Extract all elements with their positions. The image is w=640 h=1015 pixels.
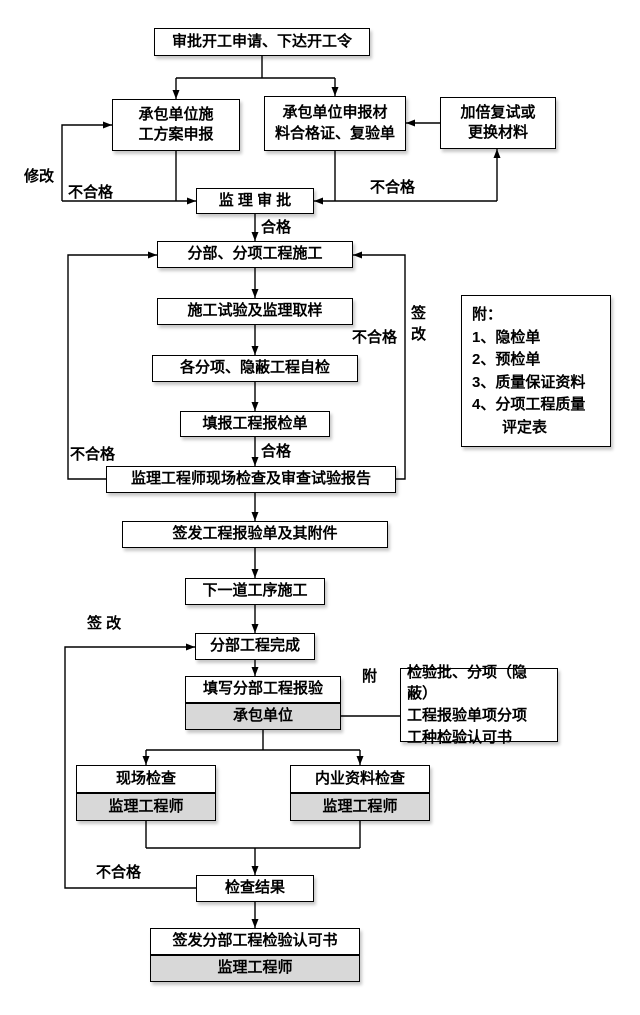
node-attachment-note: 检验批、分项（隐蔽） 工程报验单项分项 工种检验认可书 xyxy=(400,664,558,746)
node-contractor-unit: 承包单位 xyxy=(185,703,341,730)
node-site-check-report: 监理工程师现场检查及审查试验报告 xyxy=(106,466,396,493)
node-self-inspection: 各分项、隐蔽工程自检 xyxy=(152,355,358,382)
node-subproject-construction: 分部、分项工程施工 xyxy=(157,241,353,268)
label-pass-top: 合格 xyxy=(261,219,292,236)
node-retest: 加倍复试或 更换材料 xyxy=(440,97,556,149)
node-check-result: 检查结果 xyxy=(196,875,314,902)
node-supervisor-approval: 监 理 审 批 xyxy=(196,188,314,214)
node-construction-test: 施工试验及监理取样 xyxy=(157,298,353,325)
node-supervisor-engineer-doc: 监理工程师 xyxy=(290,793,430,821)
node-contractor-plan: 承包单位施 工方案申报 xyxy=(112,99,240,151)
node-start: 审批开工申请、下达开工令 xyxy=(154,28,370,56)
label-modify: 修改 xyxy=(24,168,55,185)
node-fill-inspection-form: 填报工程报检单 xyxy=(180,411,330,437)
label-fail-right-mid: 不合格 xyxy=(352,329,398,346)
node-supervisor-engineer-site: 监理工程师 xyxy=(76,793,216,821)
label-pass-mid: 合格 xyxy=(261,443,292,460)
label-fail-left-bottom: 不合格 xyxy=(96,864,142,881)
node-issue-inspection-form: 签发工程报验单及其附件 xyxy=(122,521,388,548)
node-subproject-complete: 分部工程完成 xyxy=(195,633,315,660)
node-document-inspection: 内业资料检查 xyxy=(290,765,430,793)
label-sign-change-left: 签 改 xyxy=(87,615,122,632)
label-fail-left-top: 不合格 xyxy=(68,184,114,201)
node-supervisor-engineer-cert: 监理工程师 xyxy=(150,955,360,982)
label-attach: 附 xyxy=(362,668,378,685)
label-fail-left-mid: 不合格 xyxy=(70,446,116,463)
node-fill-subproject-report: 填写分部工程报验 xyxy=(185,676,341,703)
node-contractor-materials: 承包单位申报材 料合格证、复验单 xyxy=(264,96,406,151)
label-fail-right-top: 不合格 xyxy=(370,179,416,196)
node-next-process: 下一道工序施工 xyxy=(185,578,325,605)
node-site-inspection: 现场检查 xyxy=(76,765,216,793)
node-issue-certificate: 签发分部工程检验认可书 xyxy=(150,928,360,955)
notes-box: 附： 1、隐检单 2、预检单 3、质量保证资料 4、分项工程质量 评定表 xyxy=(461,295,611,447)
label-sign-change-right: 签 改 xyxy=(411,305,427,343)
